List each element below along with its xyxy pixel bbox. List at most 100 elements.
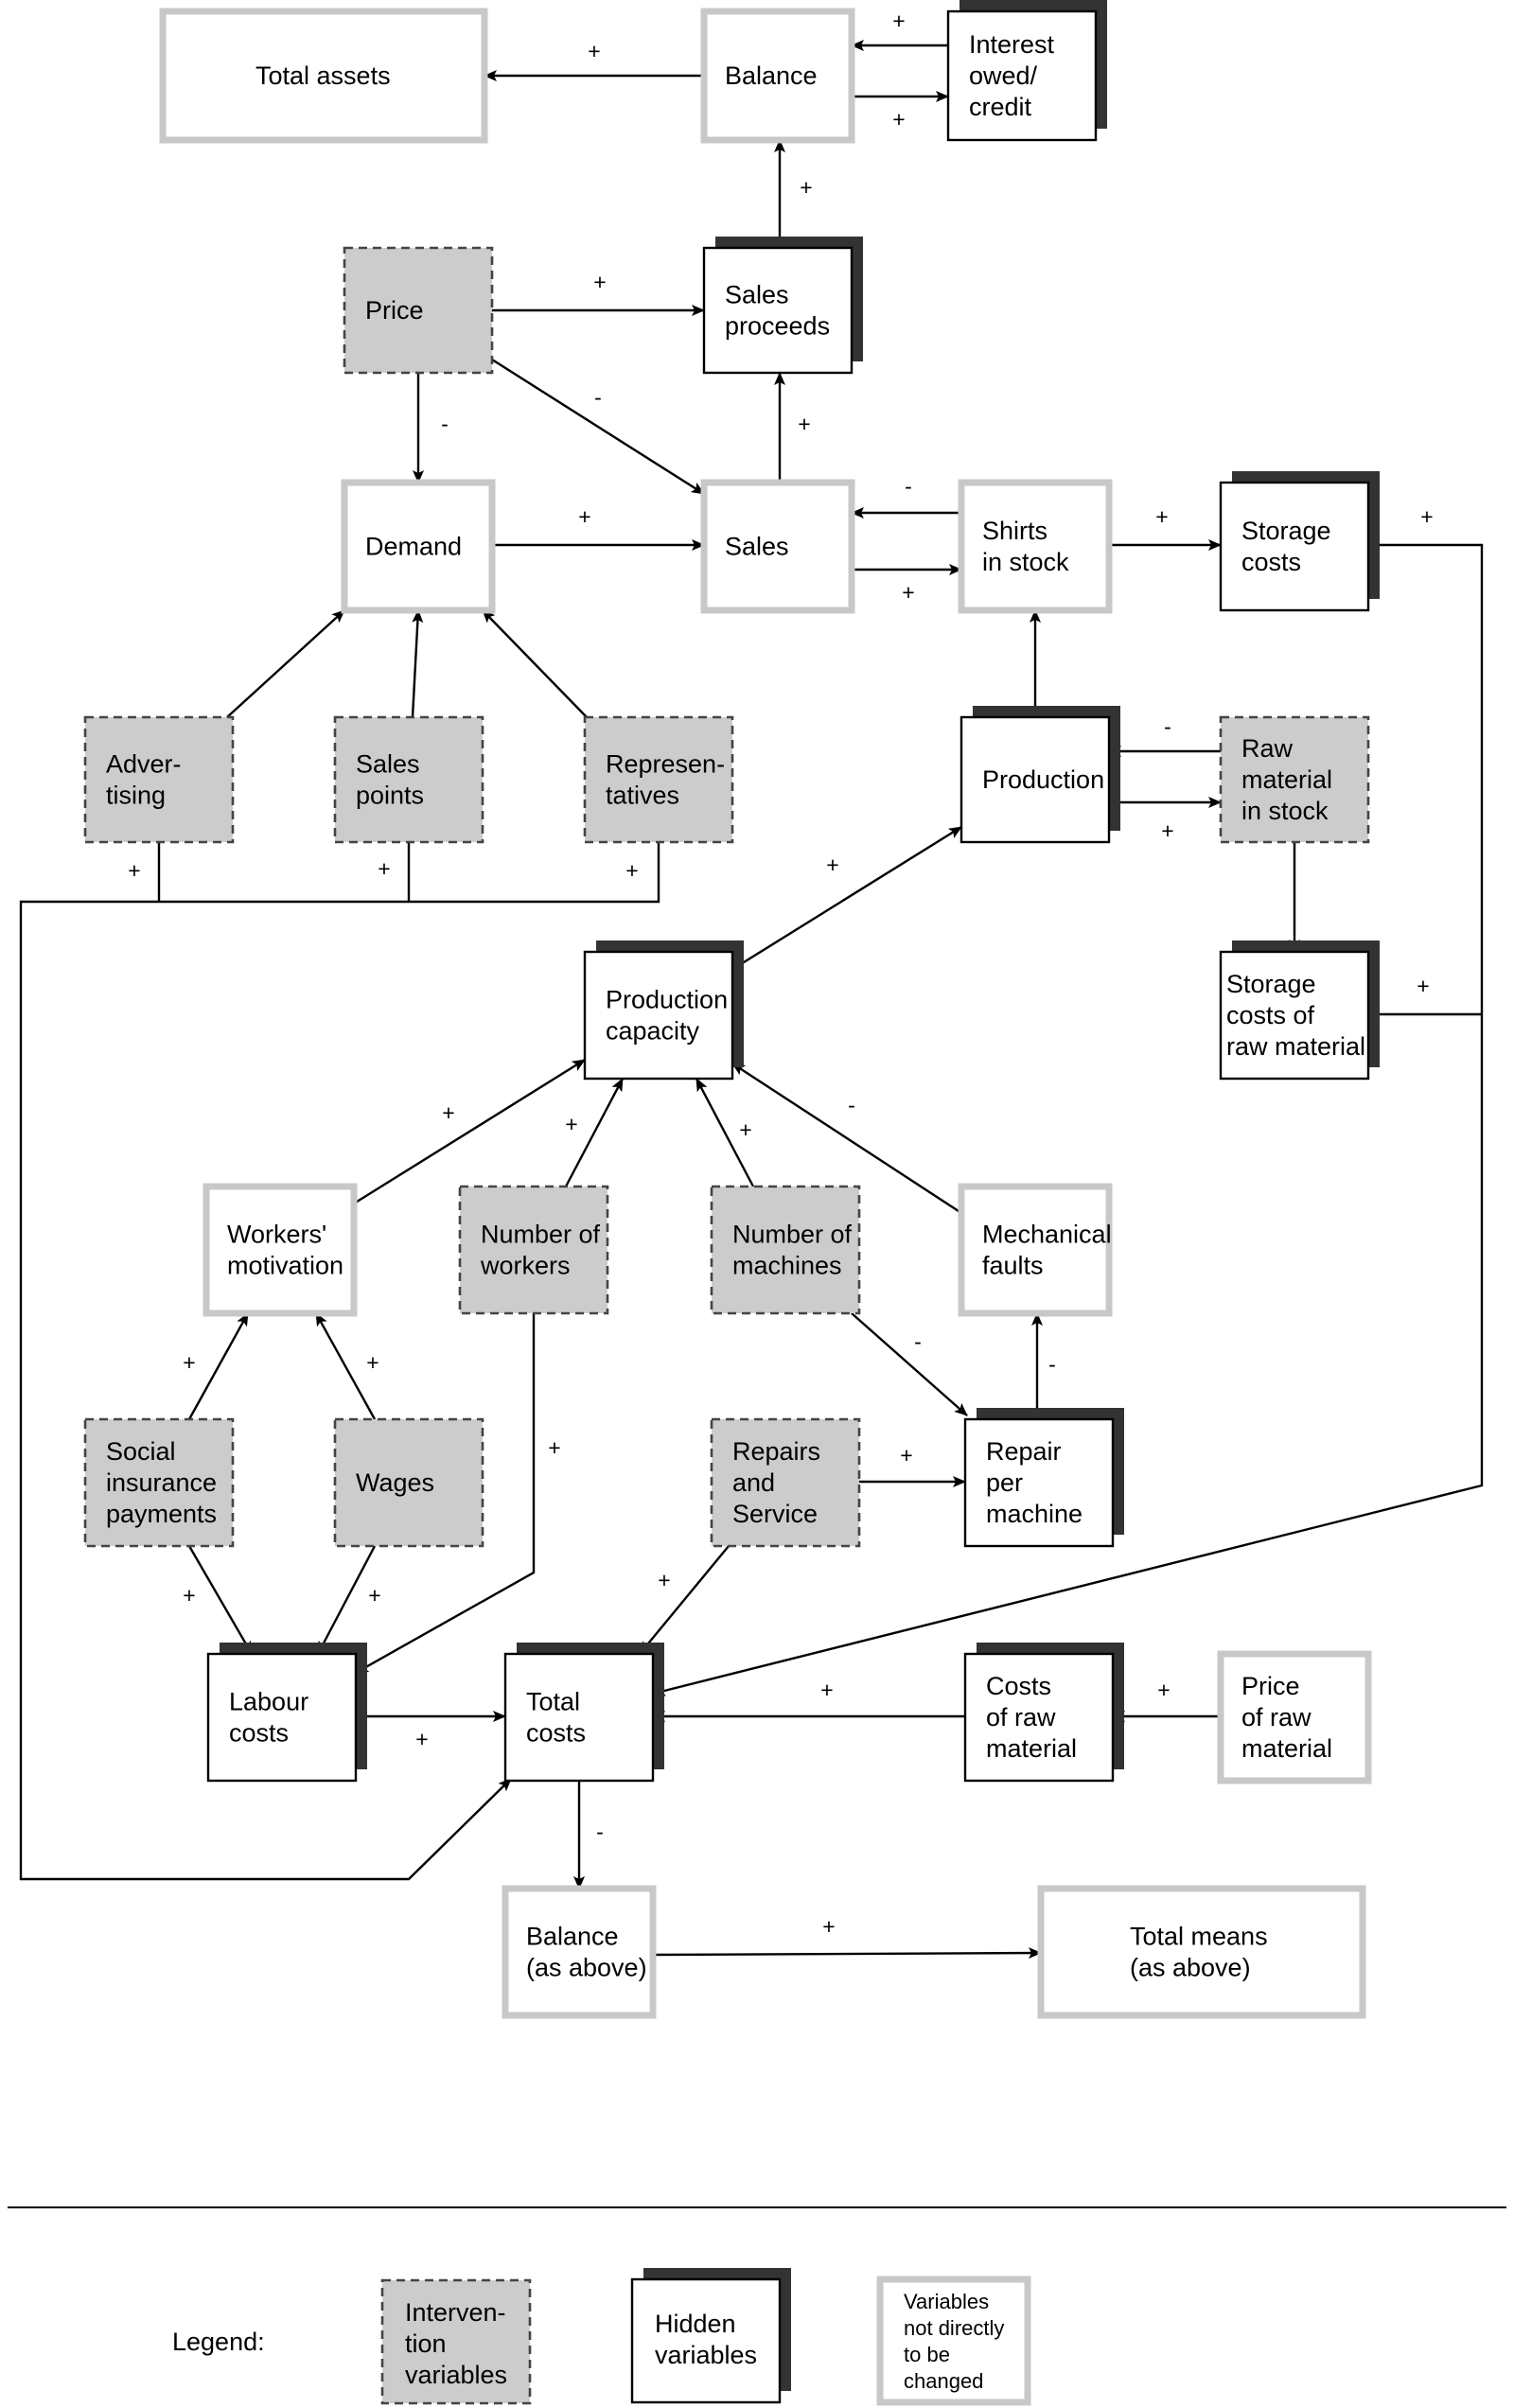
node-label-line: material (986, 1734, 1077, 1763)
node-box (202, 1183, 358, 1317)
node-box (958, 1183, 1113, 1317)
node-label-line: Number of (732, 1221, 853, 1249)
edge-sales-points-demand (411, 609, 424, 718)
edge-motivation-capacity (353, 1058, 586, 1205)
node-label-line: Social (106, 1437, 176, 1466)
edge-machines-repair (851, 1312, 968, 1416)
node-box (159, 8, 488, 144)
node-box (959, 715, 1111, 844)
legend-fixed-box (876, 2276, 1031, 2406)
node-label-line: capacity (606, 1017, 700, 1046)
edge-sign: + (625, 858, 638, 883)
edge-balance2-total-means (652, 1947, 1042, 1960)
node-label-line: Price (365, 296, 424, 325)
node-label-line: Interest (969, 30, 1055, 59)
edge-sign: + (366, 1350, 378, 1375)
edge-social-motivation (187, 1312, 250, 1420)
node-label-line: Number of (481, 1221, 601, 1249)
node-label-line: Sales (725, 281, 789, 309)
edge-workers-labour (355, 1313, 536, 1675)
node-box (700, 479, 855, 614)
node-label-line: Adver- (106, 750, 182, 779)
node-label-line: (as above) (1130, 1954, 1251, 1982)
node-label-line: Service (732, 1500, 818, 1528)
edge-price-sales (491, 358, 705, 496)
node-label-line: Storage (1226, 970, 1316, 998)
edge-sign: + (548, 1435, 560, 1460)
node-box (206, 1652, 358, 1783)
edge-sign: + (1417, 974, 1429, 998)
edge-sign: + (900, 1443, 912, 1468)
node-total-costs: Total costs (503, 1643, 664, 1783)
node-box (1219, 715, 1370, 844)
edge-repairs-total-costs (639, 1545, 730, 1655)
edge-social-labour (187, 1545, 254, 1655)
node-label-line: material (1241, 1734, 1332, 1763)
node-box (583, 715, 734, 844)
node-box (710, 1417, 861, 1548)
node-label-line: material (1241, 765, 1332, 794)
node-label-line: motivation (227, 1252, 343, 1280)
legend-title: Legend: (172, 2328, 265, 2356)
node-label-line: and (732, 1468, 775, 1497)
node-label-line: Sales (725, 533, 789, 561)
node-label-line: costs of (1226, 1001, 1315, 1029)
edge-wages-motivation (314, 1312, 377, 1420)
node-label-line: Balance (526, 1923, 619, 1951)
node-box (958, 479, 1113, 614)
node-label-line: Price (1241, 1672, 1300, 1700)
node-label-line: Production (982, 765, 1104, 794)
edge-sign: - (905, 474, 912, 499)
node-box (700, 8, 855, 144)
node-balance: Balance (700, 8, 855, 144)
node-label-line: workers (480, 1252, 571, 1280)
node-label-line: Storage (1241, 517, 1331, 545)
node-box (458, 1185, 609, 1315)
edge-sign: + (820, 1678, 833, 1702)
node-sales: Sales (700, 479, 855, 614)
edge-sign: + (415, 1727, 428, 1751)
node-box (83, 715, 235, 844)
legend-intervention-line-2: tion (405, 2329, 447, 2358)
edge-sign: - (1164, 714, 1171, 739)
node-total-assets: Total assets (159, 8, 488, 144)
edge-sign: + (1420, 504, 1433, 529)
node-label-line: raw material (1226, 1032, 1365, 1061)
edge-sign: + (892, 107, 905, 132)
edge-sign: - (594, 385, 602, 410)
node-box (343, 246, 494, 375)
node-label-line: proceeds (725, 312, 830, 341)
node-box (1219, 950, 1370, 1081)
edge-workers-capacity (564, 1078, 625, 1187)
node-label-line: Repairs (732, 1437, 820, 1466)
node-box (503, 1652, 655, 1783)
edge-sign: + (658, 1568, 670, 1592)
node-label-line: Costs (986, 1672, 1051, 1700)
node-label-line: machine (986, 1500, 1083, 1528)
edge-sign: + (826, 852, 838, 877)
node-advertising: Adver-tising (83, 715, 235, 844)
node-label-line: Repair (986, 1437, 1062, 1466)
legend: Legend: Interven- tion variables Hidden … (172, 2268, 1031, 2406)
edge-sign: + (902, 580, 914, 605)
node-label-line: Total (526, 1688, 580, 1716)
node-label-line: tising (106, 782, 166, 810)
node-box (333, 1417, 484, 1548)
legend-fixed-line-3: to be (904, 2343, 950, 2366)
edge-representatives-demand (482, 609, 588, 718)
node-label-line: points (356, 782, 424, 810)
node-label-line: credit (969, 93, 1032, 121)
edge-sign: + (800, 175, 812, 200)
node-label-line: costs (526, 1719, 586, 1748)
legend-intervention-line-3: variables (405, 2361, 507, 2389)
edges-layer (19, 40, 1484, 1960)
node-label-line: of raw (1241, 1703, 1312, 1731)
legend-intervention-box (380, 2278, 532, 2405)
legend-hidden-box (630, 2277, 782, 2404)
legend-fixed-line-4: changed (904, 2369, 983, 2393)
